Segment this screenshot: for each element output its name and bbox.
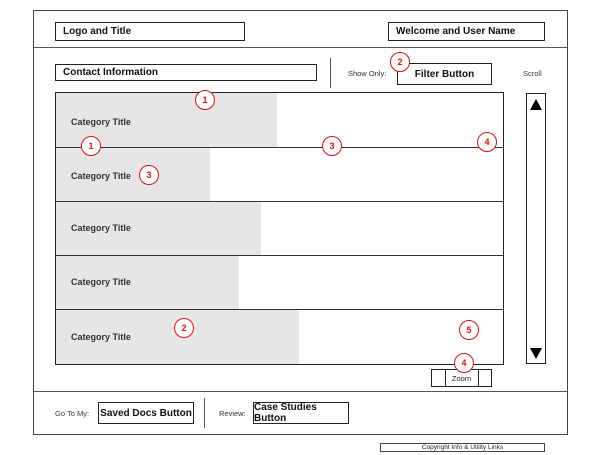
annotation-badge: 4	[454, 353, 474, 373]
annotation-badge: 2	[174, 318, 194, 338]
category-title: Category Title	[71, 277, 131, 287]
footer-separator	[204, 398, 205, 428]
welcome-user-name[interactable]: Welcome and User Name	[388, 22, 545, 41]
go-to-label: Go To My:	[55, 409, 90, 418]
list-item[interactable]: Category Title	[56, 202, 503, 256]
list-item[interactable]: Category Title	[56, 93, 503, 148]
list-item[interactable]: Category Title	[56, 310, 503, 364]
annotation-badge: 1	[81, 136, 101, 156]
page-frame	[33, 10, 568, 435]
filter-button[interactable]: Filter Button	[397, 63, 492, 85]
category-title: Category Title	[71, 223, 131, 233]
annotation-badge: 4	[477, 132, 497, 152]
category-list: Category Title Category Title Category T…	[55, 92, 504, 365]
category-title: Category Title	[71, 332, 131, 342]
logo-and-title[interactable]: Logo and Title	[55, 22, 245, 41]
annotation-badge: 3	[139, 165, 159, 185]
annotation-badge: 2	[390, 52, 410, 72]
list-item[interactable]: Category Title	[56, 256, 503, 310]
copyright-utility-links[interactable]: Copyright Info & Utility Links	[380, 443, 545, 452]
list-item[interactable]: Category Title	[56, 148, 503, 202]
footer-divider	[33, 391, 568, 392]
scroll-up-arrow-icon[interactable]	[530, 99, 542, 110]
zoom-divider	[445, 370, 446, 386]
annotation-badge: 3	[322, 136, 342, 156]
category-block	[56, 148, 210, 201]
zoom-label: Zoom	[451, 374, 472, 383]
toolbar-separator	[330, 58, 331, 88]
category-block	[56, 256, 239, 309]
case-studies-button[interactable]: Case Studies Button	[253, 402, 349, 424]
saved-docs-button[interactable]: Saved Docs Button	[98, 402, 194, 424]
header-divider	[33, 47, 568, 48]
scroll-down-arrow-icon[interactable]	[530, 348, 542, 359]
category-title: Category Title	[71, 171, 131, 181]
show-only-label: Show Only:	[348, 69, 387, 78]
category-title: Category Title	[71, 117, 131, 127]
zoom-divider	[478, 370, 479, 386]
annotation-badge: 1	[195, 90, 215, 110]
review-label: Review:	[219, 409, 246, 418]
scrollbar[interactable]	[526, 93, 546, 364]
annotation-badge: 5	[459, 320, 479, 340]
scroll-label: Scroll	[523, 69, 542, 78]
category-block	[56, 202, 261, 255]
contact-information[interactable]: Contact Information	[55, 64, 317, 81]
